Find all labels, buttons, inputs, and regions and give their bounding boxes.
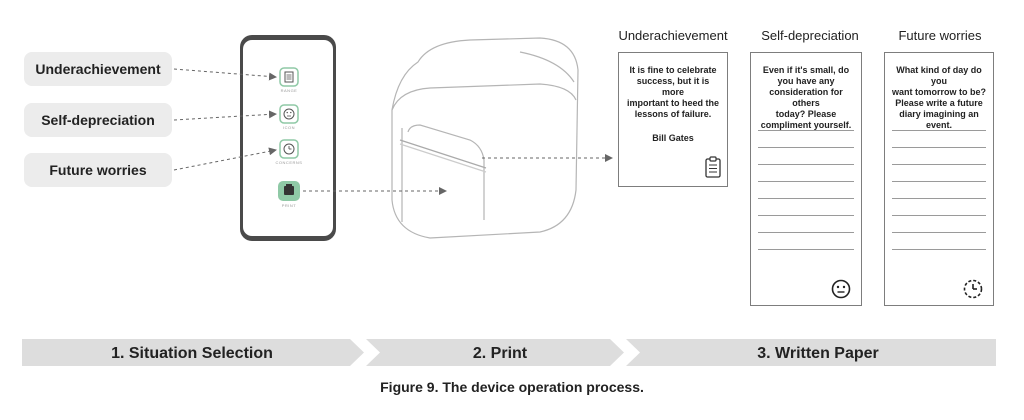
paper-future-worries: What kind of day do you want tomorrow to…: [884, 52, 994, 306]
paper-title-underachievement: Underachievement: [618, 28, 728, 43]
step-written-paper: 3. Written Paper: [757, 345, 879, 362]
paper-quote: It is fine to celebrate success, but it …: [627, 65, 719, 119]
paper-underachievement: It is fine to celebrate success, but it …: [618, 52, 728, 187]
step-bar: [22, 339, 996, 366]
printer: [391, 37, 579, 239]
phone-print-button[interactable]: [278, 181, 300, 201]
paper-self-depreciation: Even if it's small, do you have any cons…: [750, 52, 862, 306]
paper-prompt: What kind of day do you want tomorrow to…: [892, 65, 986, 130]
clock-icon: [963, 279, 983, 299]
situation-underachievement[interactable]: Underachievement: [24, 52, 172, 86]
figure-caption: Figure 9. The device operation process.: [380, 379, 644, 395]
step-print: 2. Print: [472, 345, 528, 362]
face-icon: [831, 279, 851, 299]
phone-icon-caption: ICON: [283, 125, 295, 130]
situation-self-depreciation[interactable]: Self-depreciation: [24, 103, 172, 137]
phone-print-caption: PRINT: [281, 203, 297, 208]
clipboard-icon: [705, 156, 721, 178]
phone-icon-self-depreciation[interactable]: [279, 104, 299, 124]
paper-title-self-depreciation: Self-depreciation: [761, 28, 859, 43]
smartphone: [240, 35, 336, 241]
paper-prompt: Even if it's small, do you have any cons…: [760, 65, 852, 130]
situation-future-worries[interactable]: Future worries: [24, 153, 172, 187]
paper-title-future-worries: Future worries: [898, 28, 982, 43]
phone-icon-caption: RANGE: [280, 88, 298, 93]
phone-icon-future-worries[interactable]: [279, 139, 299, 159]
step-situation-selection: 1. Situation Selection: [111, 345, 273, 362]
phone-icon-caption: CONCERNS: [275, 160, 303, 165]
connectors: [173, 68, 613, 195]
phone-icon-underachievement[interactable]: [279, 67, 299, 87]
paper-quote-author: Bill Gates: [652, 133, 694, 143]
